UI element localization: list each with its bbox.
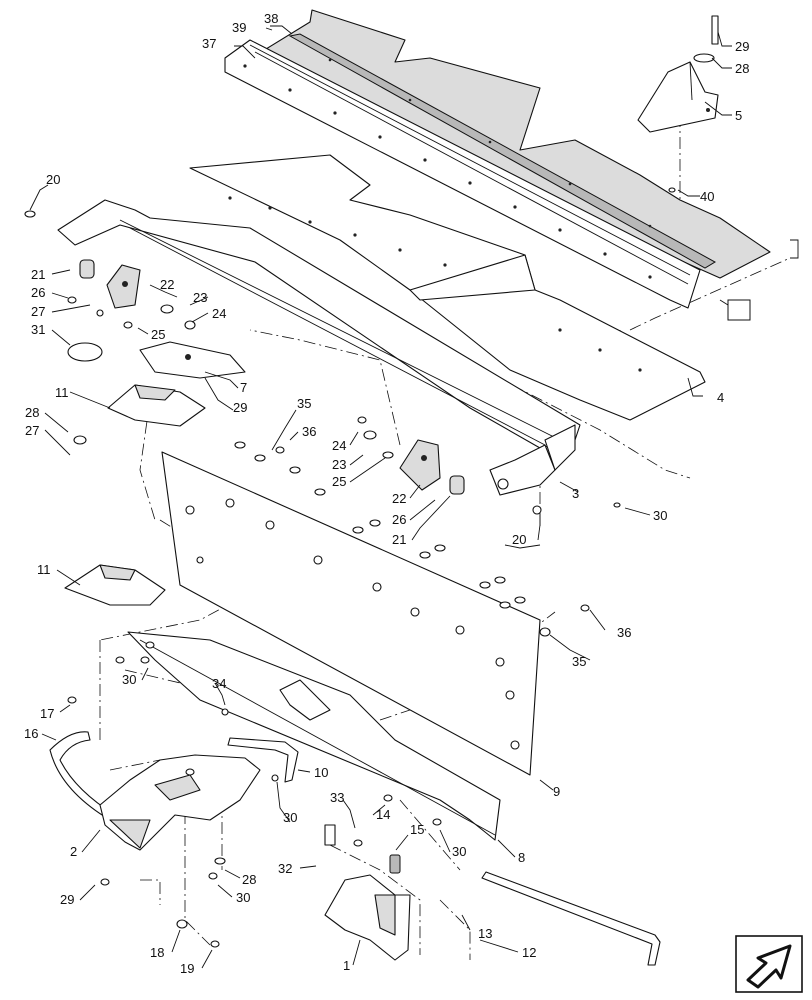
rod-12 <box>481 871 661 966</box>
plate-9-holes <box>185 498 520 750</box>
callout-25-right: 25 <box>332 474 346 489</box>
callout-20-mid: 20 <box>512 532 526 547</box>
callout-7: 7 <box>240 380 247 395</box>
bracket-7 <box>139 341 246 379</box>
callout-11-upper: 11 <box>55 385 69 400</box>
callout-28-bottom: 28 <box>242 872 256 887</box>
callout-28-mid: 28 <box>25 405 39 420</box>
callout-1: 1 <box>343 958 350 973</box>
callout-34: 34 <box>212 676 226 691</box>
callout-29-bottom: 29 <box>60 892 74 907</box>
callout-26-left: 26 <box>31 285 45 300</box>
callout-3: 3 <box>572 486 579 501</box>
callout-38: 38 <box>264 11 278 26</box>
plate-9 <box>161 451 541 776</box>
next-page-arrow-icon[interactable] <box>735 935 803 993</box>
callout-29-mid: 29 <box>233 400 247 415</box>
callout-35-upper: 35 <box>297 396 311 411</box>
bolt-29-top <box>693 15 719 63</box>
callout-17: 17 <box>40 706 54 721</box>
main-rail-4 <box>189 154 706 421</box>
callout-30-right: 30 <box>653 508 667 523</box>
channel-3 <box>57 199 581 496</box>
callout-39: 39 <box>232 20 246 35</box>
callout-14: 14 <box>376 807 390 822</box>
callout-24-right: 24 <box>332 438 346 453</box>
callout-40: 40 <box>700 189 714 204</box>
callout-labels: 37 39 38 29 28 5 40 4 20 21 26 27 31 22 … <box>24 11 749 976</box>
callout-16: 16 <box>24 726 38 741</box>
callout-20-top: 20 <box>46 172 60 187</box>
callout-27-top: 27 <box>31 304 45 319</box>
callout-24-left: 24 <box>212 306 226 321</box>
callout-26-right: 26 <box>392 512 406 527</box>
callout-2: 2 <box>70 844 77 859</box>
callout-27-mid: 27 <box>25 423 39 438</box>
callout-22-left: 22 <box>160 277 174 292</box>
callout-21-left: 21 <box>31 267 45 282</box>
callout-31: 31 <box>31 322 45 337</box>
bracket-10 <box>227 737 299 783</box>
callout-30-rail: 30 <box>452 844 466 859</box>
small-hardware <box>24 187 676 948</box>
callout-35-lower: 35 <box>572 654 586 669</box>
callout-36-lower: 36 <box>617 625 631 640</box>
callout-21-right: 21 <box>392 532 406 547</box>
rail-4-holes <box>228 196 642 372</box>
callout-23-left: 23 <box>193 290 207 305</box>
spring-15 <box>389 854 401 874</box>
callout-30-mid: 30 <box>283 810 297 825</box>
callout-11-lower: 11 <box>37 562 51 577</box>
callout-30-left: 30 <box>122 672 136 687</box>
callout-leaders <box>29 25 732 969</box>
callout-10: 10 <box>314 765 328 780</box>
top-deflector-panels <box>224 9 771 309</box>
callout-33: 33 <box>330 790 344 805</box>
callout-37: 37 <box>202 36 216 51</box>
callout-12: 12 <box>522 945 536 960</box>
callout-22-right: 22 <box>392 491 406 506</box>
callout-4: 4 <box>717 390 724 405</box>
top-panel-holes <box>243 58 652 279</box>
callout-9: 9 <box>553 784 560 799</box>
bracket-22-right <box>399 439 465 495</box>
callout-29-top: 29 <box>735 39 749 54</box>
callout-15: 15 <box>410 822 424 837</box>
guard-2 <box>99 754 261 851</box>
bracket-22-left <box>79 259 141 309</box>
callout-32: 32 <box>278 861 292 876</box>
callout-13: 13 <box>478 926 492 941</box>
callout-28-top: 28 <box>735 61 749 76</box>
hardware-bolts <box>234 416 590 637</box>
callout-5: 5 <box>735 108 742 123</box>
reference-box-6 <box>727 239 799 321</box>
callout-23-right: 23 <box>332 457 346 472</box>
rail-8 <box>127 631 501 841</box>
callout-36-upper: 36 <box>302 424 316 439</box>
bracket-5 <box>637 61 719 133</box>
callout-8: 8 <box>518 850 525 865</box>
callout-18: 18 <box>150 945 164 960</box>
callout-25-left: 25 <box>151 327 165 342</box>
callout-30-bottom: 30 <box>236 890 250 905</box>
bracket-11-upper <box>107 384 206 427</box>
washer-31 <box>67 342 103 362</box>
bracket-1 <box>324 874 411 961</box>
bracket-11-lower <box>64 564 166 606</box>
pin-33 <box>324 824 336 846</box>
callout-19: 19 <box>180 961 194 976</box>
